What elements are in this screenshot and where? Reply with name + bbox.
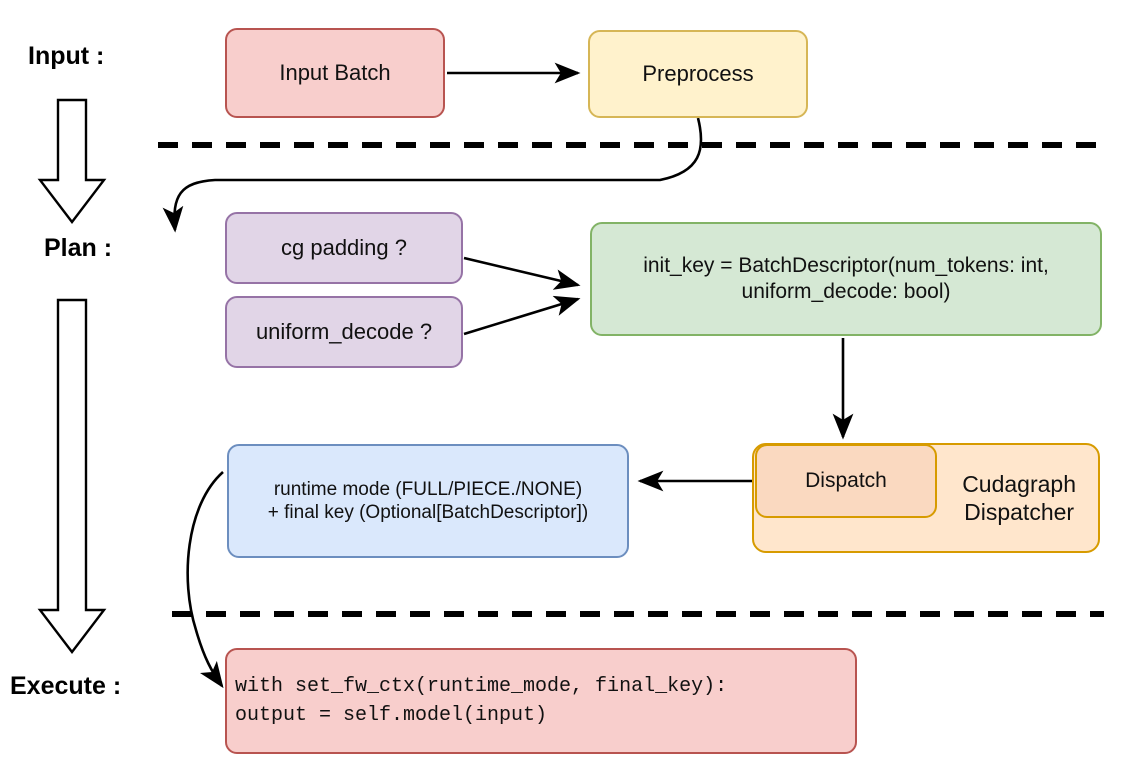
node-input-batch-label: Input Batch — [279, 59, 391, 85]
plan-to-execute-block-arrow — [37, 298, 107, 654]
node-runtime-mode[interactable]: runtime mode (FULL/PIECE./NONE) + final … — [227, 444, 629, 558]
runtime-mode-to-execute-code-arrow — [186, 471, 224, 689]
node-cg-padding-label: cg padding ? — [281, 234, 407, 260]
input-to-plan-block-arrow — [37, 98, 107, 224]
node-dispatch-label: Dispatch — [805, 469, 887, 493]
node-cg-padding[interactable]: cg padding ? — [225, 212, 463, 284]
uniform-decode-to-init-key-arrow — [463, 295, 581, 336]
node-cudagraph-dispatcher-label: Cudagraph Dispatcher — [962, 470, 1076, 525]
node-init-key[interactable]: init_key = BatchDescriptor(num_tokens: i… — [590, 222, 1102, 336]
cg-padding-to-init-key-arrow — [463, 256, 581, 290]
node-runtime-mode-label: runtime mode (FULL/PIECE./NONE) + final … — [267, 478, 589, 523]
node-uniform-decode-label: uniform_decode ? — [255, 318, 433, 344]
node-dispatch[interactable]: Dispatch — [755, 444, 937, 518]
node-input-batch[interactable]: Input Batch — [225, 28, 445, 118]
node-preprocess-label: Preprocess — [642, 60, 754, 86]
stage-label-input: Input : — [28, 42, 105, 70]
preprocess-to-cg-padding-arrow — [162, 117, 703, 233]
stage-label-execute: Execute : — [10, 672, 122, 700]
node-preprocess[interactable]: Preprocess — [588, 30, 808, 118]
node-init-key-label: init_key = BatchDescriptor(num_tokens: i… — [643, 254, 1049, 303]
stage-label-plan: Plan : — [44, 234, 113, 262]
node-uniform-decode[interactable]: uniform_decode ? — [225, 296, 463, 368]
node-execute-code[interactable]: with set_fw_ctx(runtime_mode, final_key)… — [225, 648, 857, 754]
node-execute-code-label: with set_fw_ctx(runtime_mode, final_key)… — [235, 675, 728, 727]
